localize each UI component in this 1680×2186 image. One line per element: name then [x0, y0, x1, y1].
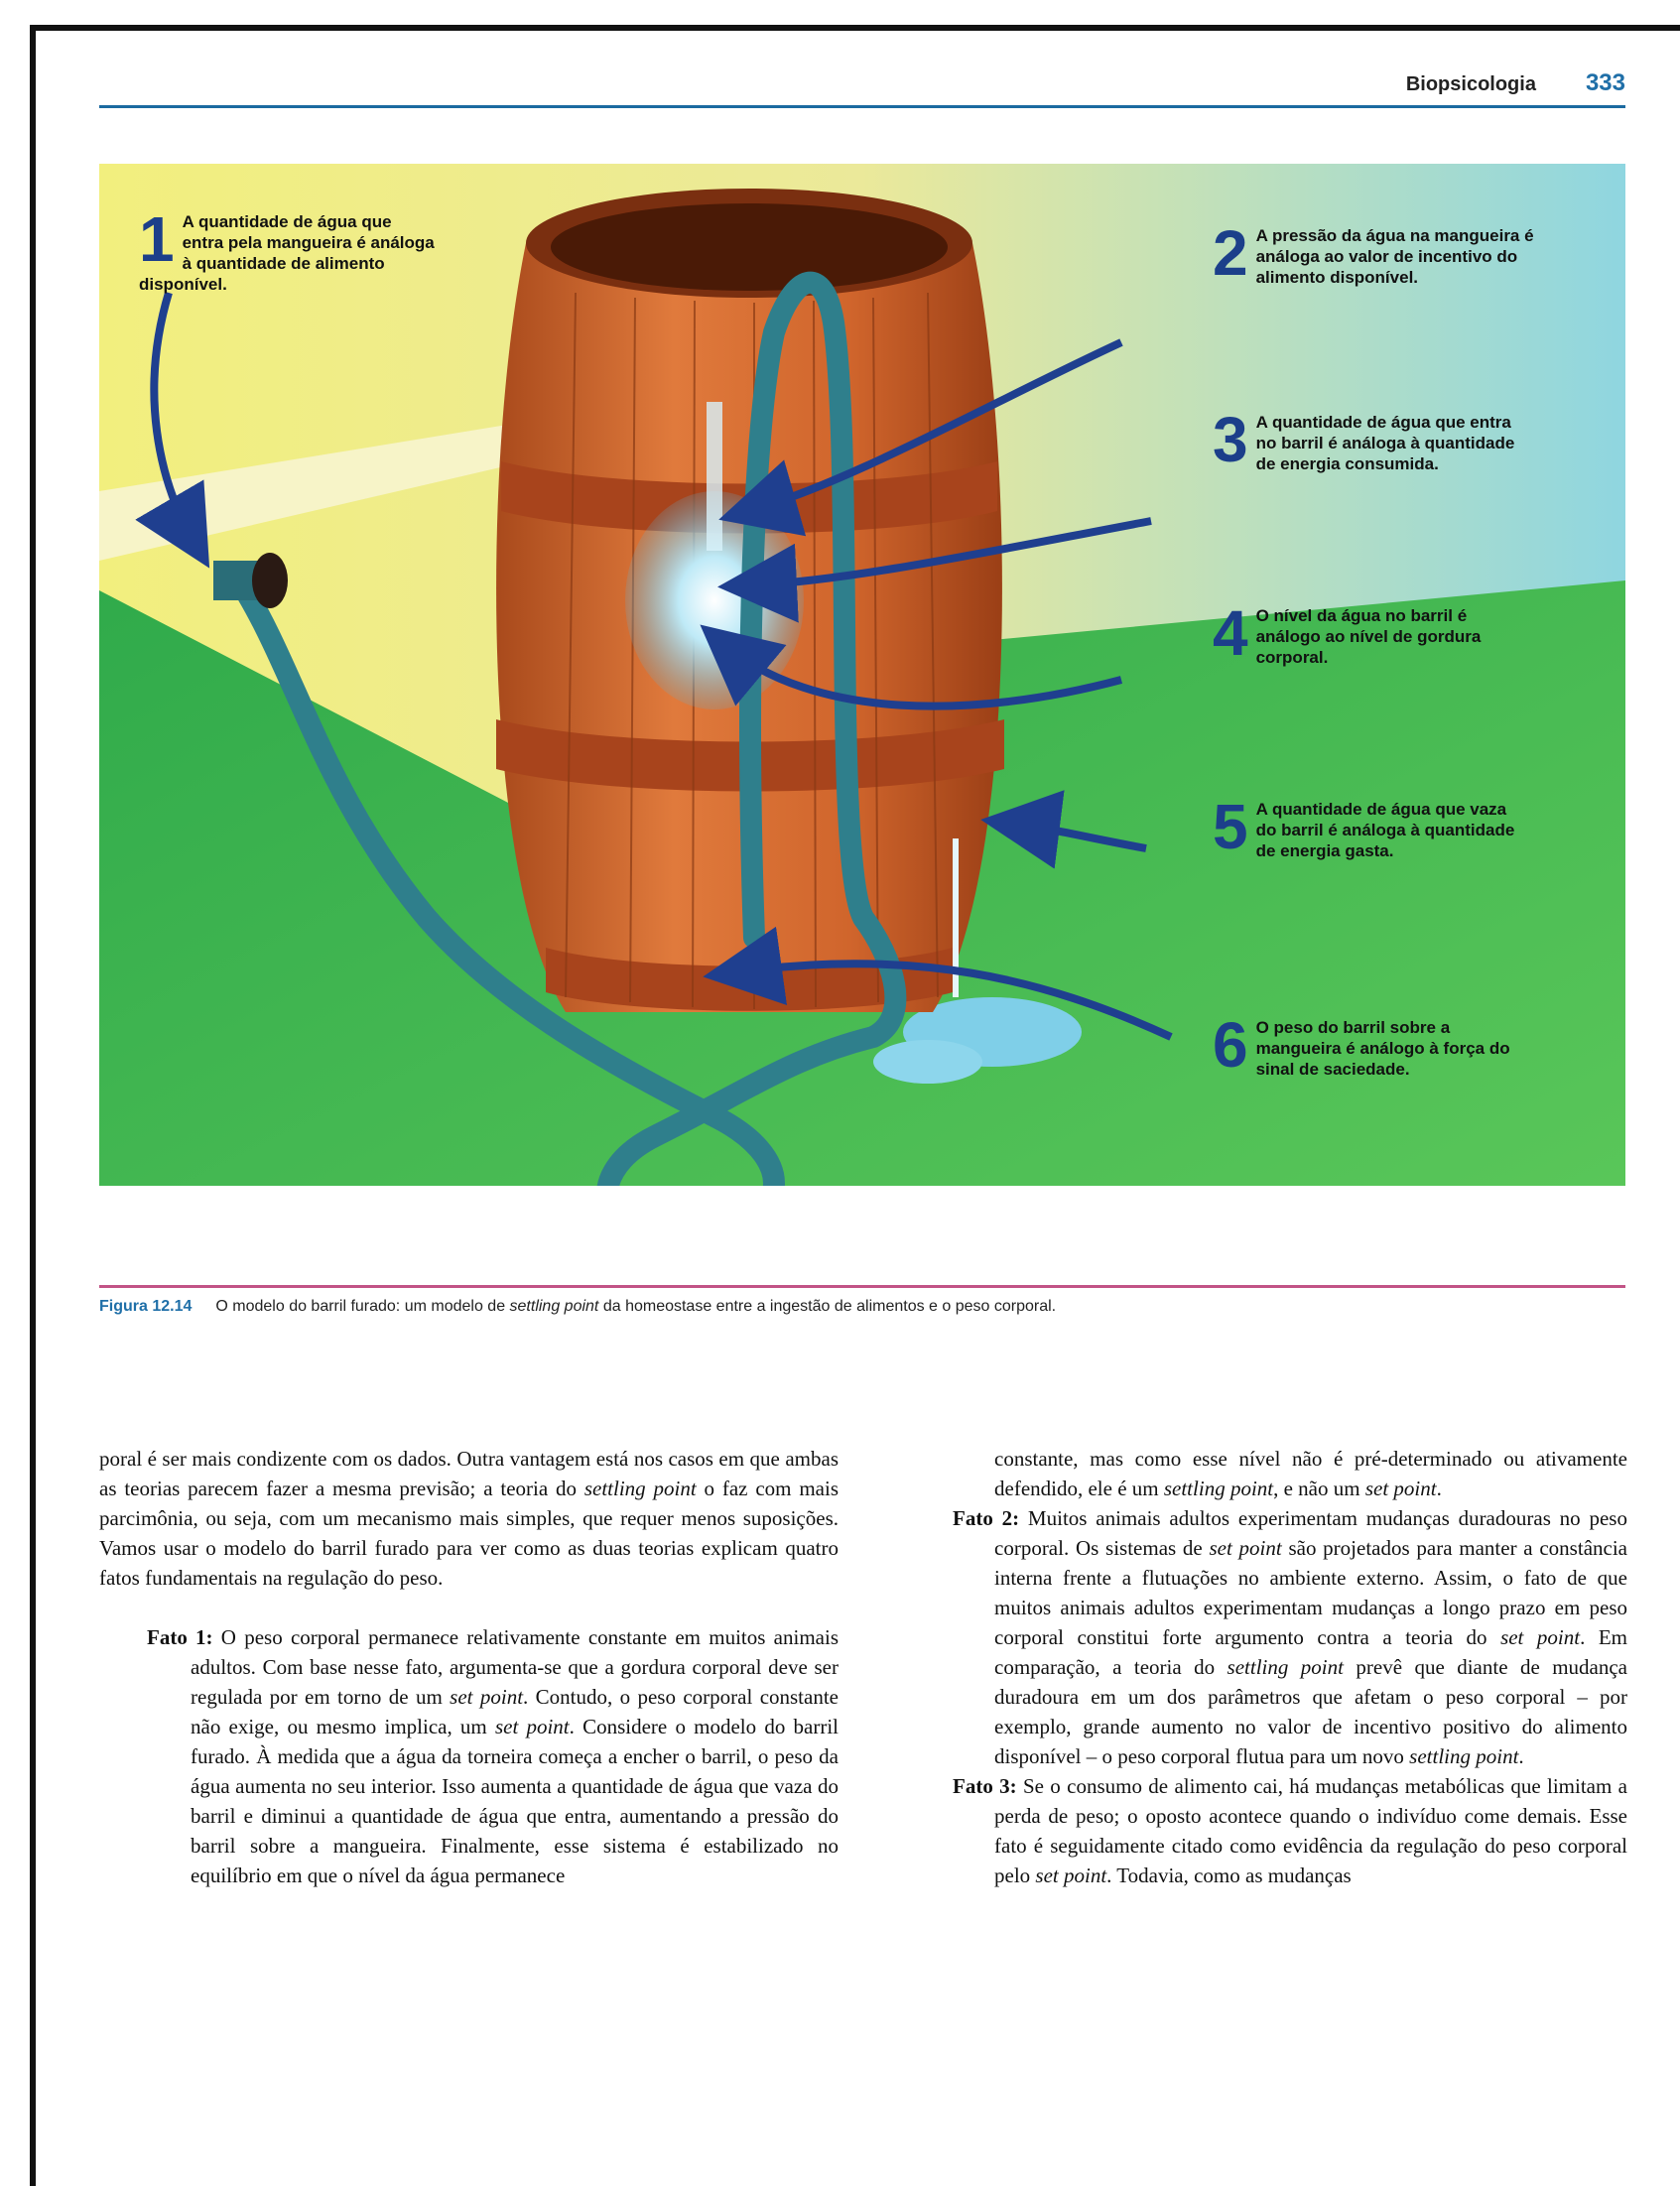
callout-number: 3: [1213, 412, 1248, 467]
left-column: poral é ser mais condizente com os dados…: [99, 1444, 839, 1890]
fact-2-paragraph: Fato 2: Muitos animais adultos experimen…: [953, 1503, 1627, 1771]
callout-text: A quantidade de água que entra no barril…: [1213, 412, 1530, 474]
callout-text: O nível da água no barril é análogo ao n…: [1213, 605, 1530, 668]
header-rule: [99, 105, 1625, 108]
callout-number: 5: [1213, 799, 1248, 854]
leaky-barrel-figure: 1 A quantidade de água que entra pela ma…: [99, 164, 1625, 1186]
callout-number: 6: [1213, 1017, 1248, 1073]
section-title: Biopsicologia: [1406, 73, 1536, 95]
caption-rule: [99, 1285, 1625, 1288]
running-header: Biopsicologia 333: [1406, 69, 1625, 99]
page-number: 333: [1586, 69, 1625, 96]
fact-1-paragraph: Fato 1: O peso corporal permanece relati…: [99, 1622, 839, 1890]
page-border-left: [30, 25, 36, 2186]
figure-label: Figura 12.14: [99, 1298, 192, 1315]
intro-paragraph: poral é ser mais condizente com os dados…: [99, 1444, 839, 1593]
callout-3: 3 A quantidade de água que entra no barr…: [1213, 412, 1530, 474]
fact-label: Fato 3:: [953, 1774, 1017, 1798]
callout-number: 4: [1213, 605, 1248, 661]
callout-number: 1: [139, 211, 175, 267]
callout-5: 5 A quantidade de água que vaza do barri…: [1213, 799, 1530, 861]
callout-text: A pressão da água na mangueira é análoga…: [1213, 225, 1540, 288]
continuation-paragraph: constante, mas como esse nível não é pré…: [953, 1444, 1627, 1503]
fact-label: Fato 2:: [953, 1506, 1019, 1530]
callout-2: 2 A pressão da água na mangueira é análo…: [1213, 225, 1540, 288]
callout-text: A quantidade de água que entra pela mang…: [139, 211, 437, 295]
page-border-top: [30, 25, 1680, 31]
callout-number: 2: [1213, 225, 1248, 281]
faucet-handle: [252, 553, 288, 608]
callout-1: 1 A quantidade de água que entra pela ma…: [139, 211, 437, 295]
callout-text: O peso do barril sobre a mangueira é aná…: [1213, 1017, 1530, 1080]
callout-4: 4 O nível da água no barril é análogo ao…: [1213, 605, 1530, 668]
callout-6: 6 O peso do barril sobre a mangueira é a…: [1213, 1017, 1530, 1080]
water-stream: [707, 402, 722, 551]
fact-3-paragraph: Fato 3: Se o consumo de alimento cai, há…: [953, 1771, 1627, 1890]
callout-text: A quantidade de água que vaza do barril …: [1213, 799, 1530, 861]
right-column: constante, mas como esse nível não é pré…: [953, 1444, 1627, 1890]
fact-label: Fato 1:: [147, 1625, 213, 1649]
